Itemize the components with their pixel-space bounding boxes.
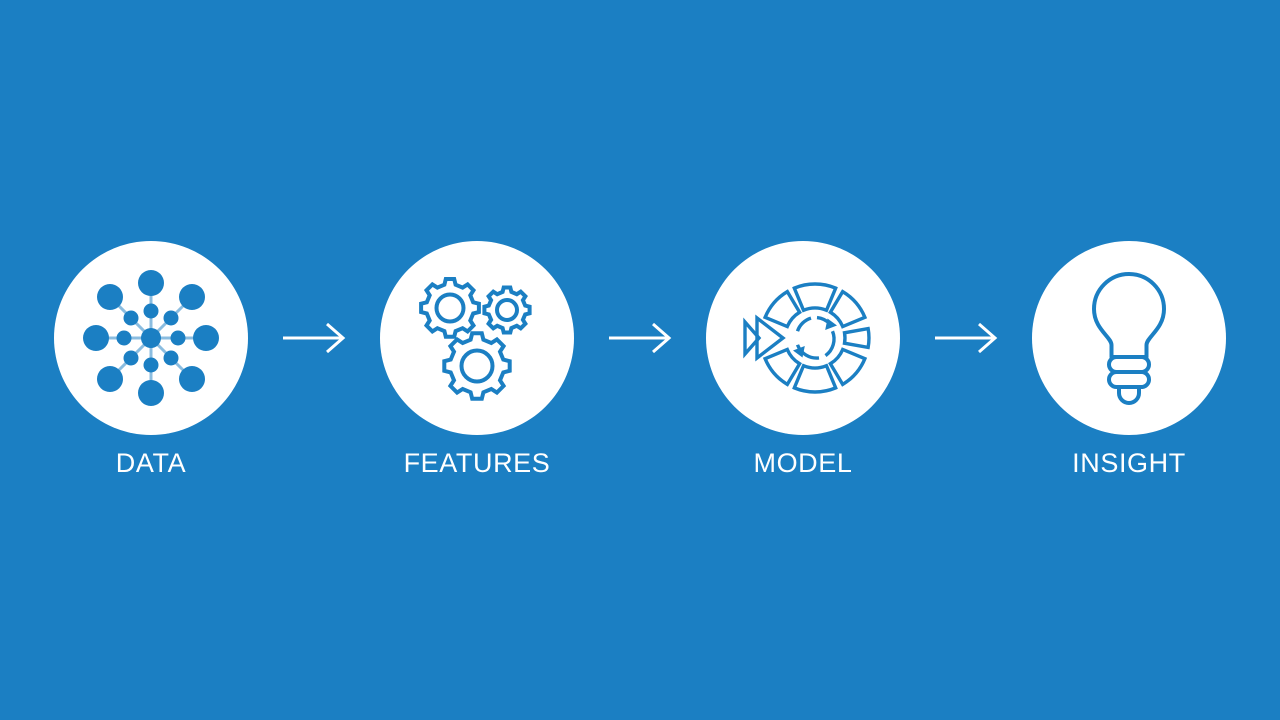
pipeline-stage-insight[interactable]: INSIGHT <box>1032 241 1226 479</box>
connector-features-to-model <box>574 241 706 435</box>
stage-label-insight: INSIGHT <box>1072 448 1186 478</box>
connector-model-to-insight <box>900 241 1032 435</box>
pipeline-stage-features[interactable]: FEATURES <box>380 241 574 479</box>
gears-icon <box>419 277 532 401</box>
arrow-right-icon <box>935 323 998 353</box>
stage-icon-disc-insight <box>1032 241 1226 435</box>
pipeline-stage-data[interactable]: DATA <box>54 241 248 479</box>
stage-label-features: FEATURES <box>403 448 551 478</box>
arrow-right-icon <box>283 323 346 353</box>
stage-icon-disc-data <box>54 241 248 435</box>
network-hub-icon <box>83 270 219 406</box>
stage-label-data: DATA <box>115 448 187 478</box>
stage-label-model: MODEL <box>753 448 853 478</box>
model-wheel-icon <box>743 282 871 394</box>
stage-icon-disc-model <box>706 241 900 435</box>
stage-icon-disc-features <box>380 241 574 435</box>
lightbulb-icon <box>1092 272 1166 405</box>
arrow-right-icon <box>609 323 672 353</box>
pipeline-stage-model[interactable]: MODEL <box>706 241 900 479</box>
connector-data-to-features <box>248 241 380 435</box>
